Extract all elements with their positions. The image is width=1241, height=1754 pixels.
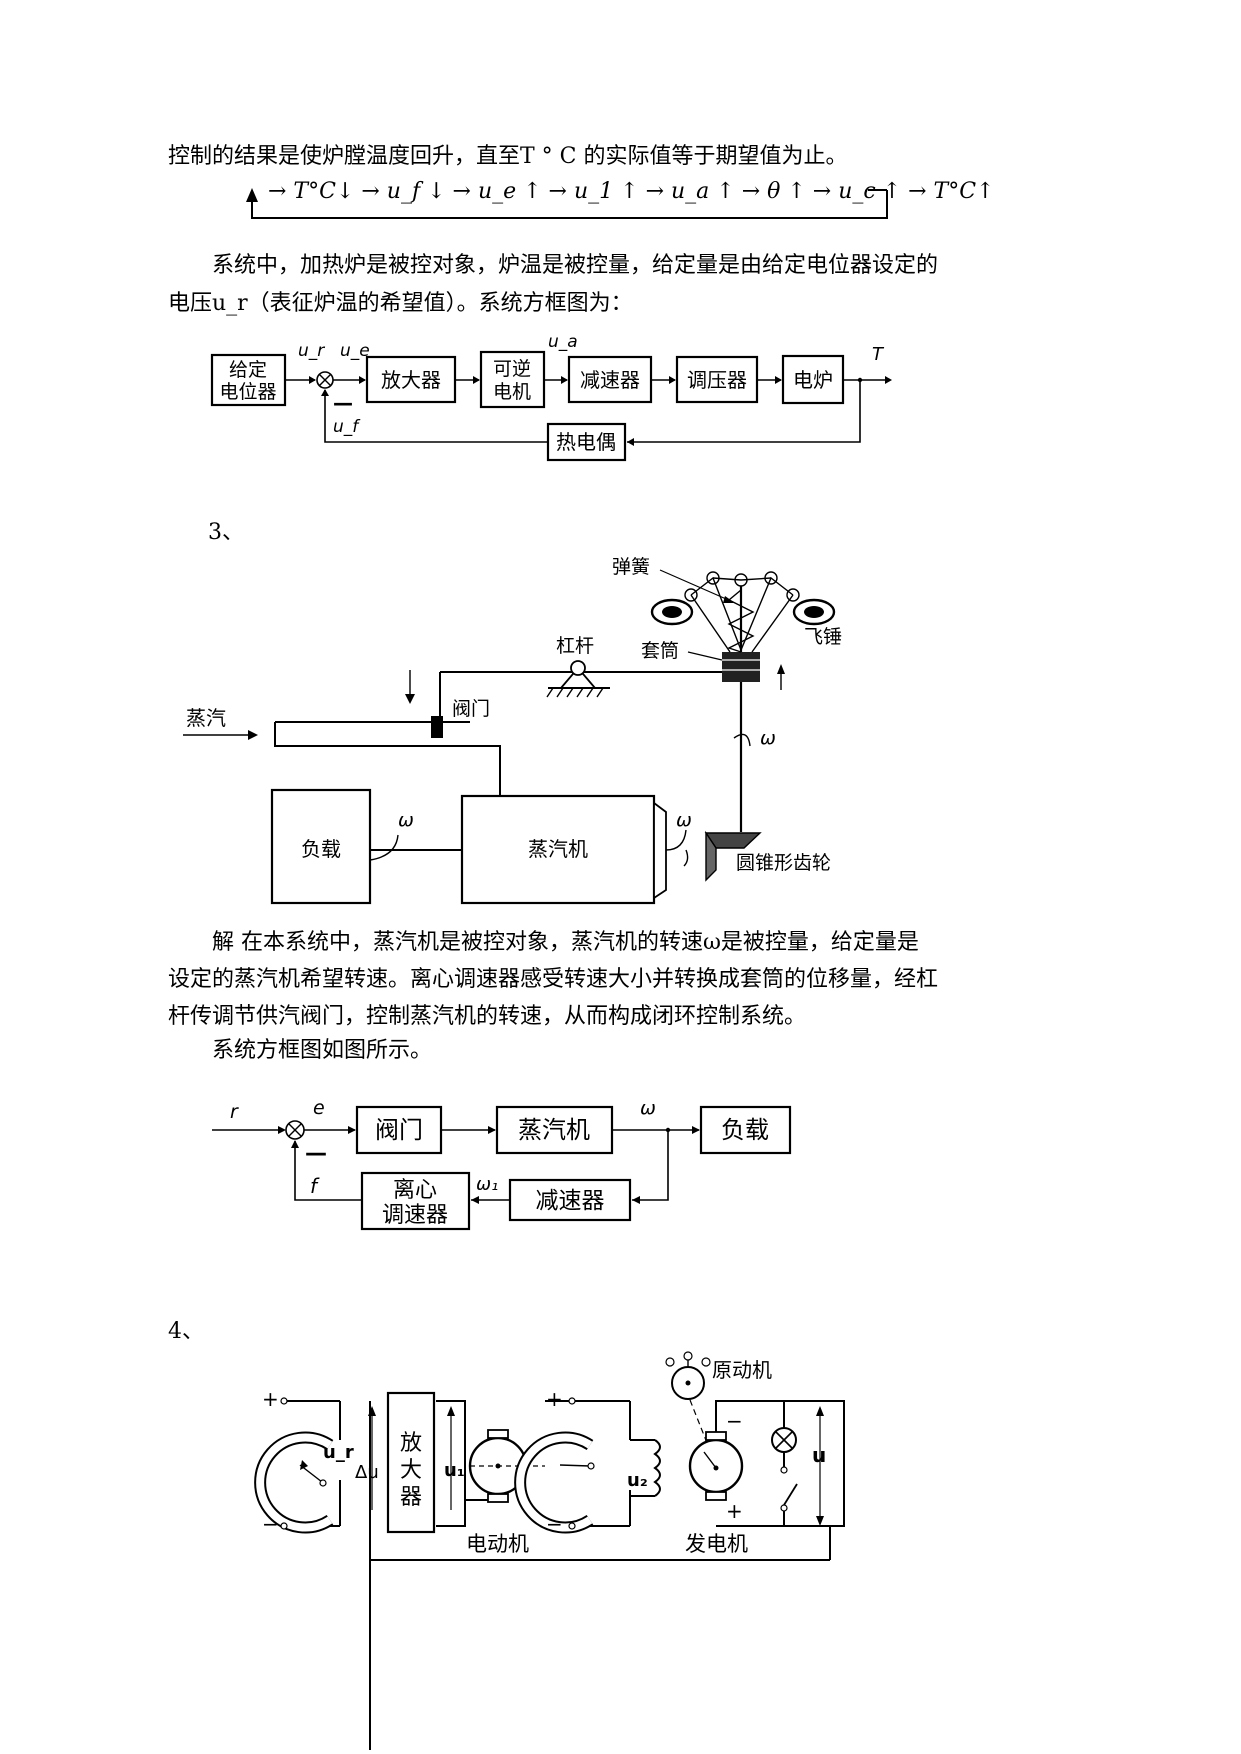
box-governor-l2: 调速器 bbox=[382, 1203, 448, 1228]
pot1-plus: + bbox=[262, 1387, 279, 1411]
sig-ur: u_r bbox=[298, 341, 325, 361]
box-centrifugal-governor bbox=[360, 1171, 471, 1231]
sig-omega1: ω₁ bbox=[476, 1174, 498, 1195]
label-generator: 发电机 bbox=[685, 1532, 748, 1556]
label-load: 负载 bbox=[301, 837, 341, 861]
pot1-minus: − bbox=[262, 1512, 279, 1536]
box-electric-furnace bbox=[781, 354, 845, 405]
paragraph-solution-line4: 系统方框图如图所示。 bbox=[212, 1038, 433, 1063]
sig-f: f bbox=[310, 1174, 320, 1198]
gen-plus: + bbox=[726, 1499, 743, 1523]
box-steam-engine bbox=[460, 794, 656, 905]
section-4-heading: 4、 bbox=[168, 1319, 204, 1344]
box-reversible-motor bbox=[479, 350, 546, 409]
label-omega-engine: ω bbox=[676, 809, 692, 831]
box-engine-label: 蒸汽机 bbox=[518, 1116, 590, 1144]
box-load-label: 负载 bbox=[721, 1116, 769, 1144]
label-u1: u₁ bbox=[444, 1460, 465, 1481]
box-valve-label: 阀门 bbox=[375, 1116, 423, 1144]
label-bevel-gear: 圆锥形齿轮 bbox=[736, 852, 831, 874]
amp-l3: 器 bbox=[400, 1485, 422, 1510]
box-amp-label: 放大器 bbox=[381, 368, 441, 392]
label-spring: 弹簧 bbox=[612, 556, 650, 578]
amp-l1: 放 bbox=[400, 1431, 422, 1456]
box-motor-l2: 电机 bbox=[493, 381, 531, 403]
label-u: u bbox=[812, 1443, 826, 1467]
sig-r: r bbox=[230, 1101, 239, 1123]
box-regulator-label: 调压器 bbox=[687, 368, 747, 392]
sig-uf: u_f bbox=[333, 417, 361, 437]
amp-l2: 大 bbox=[400, 1458, 422, 1483]
box-amplifier bbox=[365, 355, 457, 404]
box-load-block bbox=[699, 1105, 792, 1155]
box-setpoint-potentiometer bbox=[210, 353, 287, 407]
paragraph-solution-line1: 解 在本系统中，蒸汽机是被控对象，蒸汽机的转速ω是被控量，给定量是 bbox=[212, 930, 919, 955]
box-motor-l1: 可逆 bbox=[493, 358, 531, 380]
label-motor: 电动机 bbox=[466, 1532, 529, 1556]
causal-chain-text: → T°C↓ → u_f ↓ → u_e ↑ → u_1 ↑ → u_a ↑ →… bbox=[268, 179, 995, 204]
box-reducer-label: 减速器 bbox=[580, 368, 640, 392]
box-steam-engine-block bbox=[495, 1105, 614, 1155]
box-reducer2-label: 减速器 bbox=[536, 1188, 605, 1214]
sig-T: T bbox=[872, 344, 885, 365]
box-reducer-1 bbox=[567, 355, 653, 404]
sig-ua: u_a bbox=[548, 332, 578, 352]
pot2-minus: − bbox=[546, 1512, 563, 1536]
label-flyweight: 飞锤 bbox=[804, 626, 842, 648]
pot2-plus: + bbox=[546, 1387, 563, 1411]
switch-icon bbox=[783, 1483, 798, 1506]
label-steam: 蒸汽 bbox=[186, 706, 226, 730]
label-omega-load: ω bbox=[398, 809, 414, 831]
label-lever: 杠杆 bbox=[556, 635, 594, 657]
paragraph-result: 控制的结果是使炉膛温度回升，直至T ° C 的实际值等于期望值为止。 bbox=[168, 144, 848, 169]
box-reducer-2 bbox=[508, 1178, 632, 1222]
box-setpoint-l1: 给定 bbox=[229, 359, 267, 381]
paragraph-solution-line2: 设定的蒸汽机希望转速。离心调速器感受转速大小并转换成套筒的位移量，经杠 bbox=[168, 967, 939, 992]
paragraph-solution-line3: 杆传调节供汽阀门，控制蒸汽机的转速，从而构成闭环控制系统。 bbox=[168, 1004, 807, 1029]
label-omega-shaft: ω bbox=[760, 727, 776, 749]
governor-sleeve bbox=[722, 652, 760, 682]
box-governor-l1: 离心 bbox=[393, 1178, 437, 1203]
box-amplifier-4 bbox=[386, 1391, 436, 1534]
sig-omega: ω bbox=[640, 1097, 656, 1119]
valve-body bbox=[431, 716, 443, 738]
label-sleeve: 套筒 bbox=[641, 640, 679, 662]
box-setpoint-l2: 电位器 bbox=[219, 381, 276, 403]
box-thermocouple bbox=[546, 422, 627, 462]
section-3-heading: 3、 bbox=[208, 520, 244, 545]
minus-sign-1: — bbox=[333, 391, 353, 415]
gen-minus: − bbox=[726, 1409, 743, 1433]
label-prime-mover: 原动机 bbox=[712, 1358, 772, 1382]
paragraph-system1-line2: 电压u_r（表征炉温的希望值）。系统方框图为： bbox=[168, 291, 633, 316]
label-valve: 阀门 bbox=[452, 698, 490, 720]
label-ur: u_r bbox=[323, 1442, 354, 1463]
box-thermo-label: 热电偶 bbox=[556, 430, 616, 454]
minus-sign-2: — bbox=[305, 1141, 327, 1166]
sig-ue: u_e bbox=[340, 341, 370, 361]
label-u2: u₂ bbox=[627, 1470, 648, 1491]
sig-e: e bbox=[313, 1097, 325, 1119]
label-engine: 蒸汽机 bbox=[528, 837, 588, 861]
box-load bbox=[270, 788, 372, 905]
box-furnace-label: 电炉 bbox=[793, 368, 833, 392]
label-du: Δu bbox=[355, 1462, 379, 1483]
paragraph-system1-line1: 系统中，加热炉是被控对象，炉温是被控量，给定量是由给定电位器设定的 bbox=[212, 253, 939, 278]
